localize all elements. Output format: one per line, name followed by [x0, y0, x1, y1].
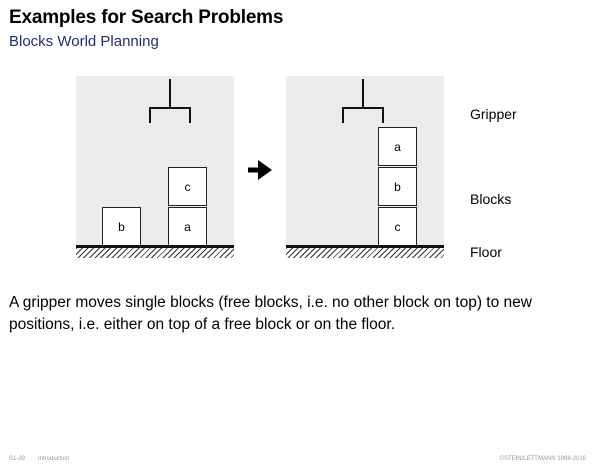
floor-hatch	[286, 248, 444, 258]
page-title: Examples for Search Problems	[9, 7, 284, 28]
block-b: b	[102, 207, 141, 246]
gripper-icon	[149, 79, 191, 123]
initial-state-scene: b a c	[76, 76, 234, 261]
block-label: a	[184, 219, 191, 234]
block-label: a	[394, 139, 401, 154]
goal-state-scene: c b a	[286, 76, 444, 261]
block-c: c	[168, 167, 207, 206]
legend-gripper: Gripper	[470, 106, 517, 122]
legend-blocks: Blocks	[470, 191, 512, 207]
block-label: b	[394, 179, 401, 194]
transition-arrow-icon	[248, 160, 272, 180]
page-subtitle: Blocks World Planning	[9, 33, 159, 50]
floor-hatch	[76, 248, 234, 258]
footer-copyright: ©STEIN/LETTMANN 1998-2016	[499, 456, 586, 462]
footer-section: Introduction	[38, 456, 70, 462]
floor-line	[76, 245, 234, 248]
block-label: c	[394, 219, 401, 234]
block-c: c	[378, 207, 417, 246]
gripper-icon	[342, 79, 384, 123]
description-text: A gripper moves single blocks (free bloc…	[9, 294, 532, 333]
block-label: b	[118, 219, 125, 234]
block-b: b	[378, 167, 417, 206]
block-a: a	[168, 207, 207, 246]
footer-slide-id: S1-39	[9, 456, 26, 462]
legend-floor: Floor	[470, 244, 502, 260]
block-a: a	[378, 127, 417, 166]
floor-line	[286, 245, 444, 248]
block-label: c	[184, 179, 191, 194]
scene-background	[286, 76, 444, 247]
